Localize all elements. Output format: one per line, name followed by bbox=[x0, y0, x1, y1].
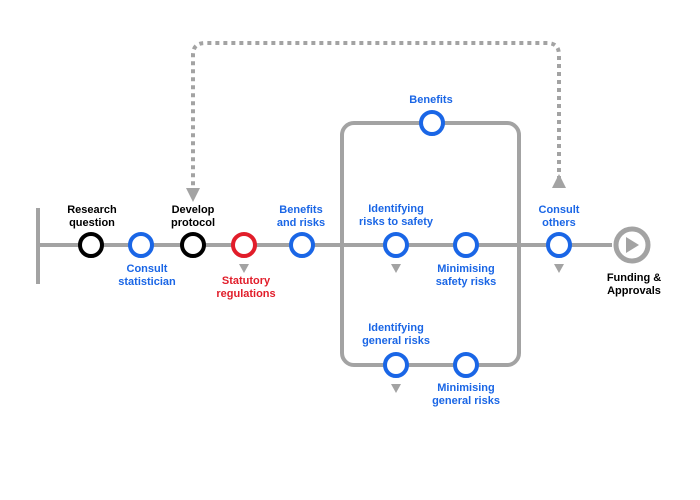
feedback-arrow-up bbox=[552, 174, 566, 188]
node-develop-protocol[interactable] bbox=[180, 232, 206, 258]
label-benefits: Benefits bbox=[409, 94, 453, 106]
node-consult-statistician[interactable] bbox=[128, 232, 154, 258]
label-identifying-risks-to-safety: Identifying risks to safety bbox=[359, 203, 433, 228]
node-identifying-general-risks[interactable] bbox=[383, 352, 409, 378]
down-marker-risks-safety bbox=[391, 264, 401, 273]
node-statutory-regulations[interactable] bbox=[231, 232, 257, 258]
down-marker-statutory bbox=[239, 264, 249, 273]
label-consult-statistician: Consult statistician bbox=[118, 263, 176, 288]
node-minimising-safety-risks[interactable] bbox=[453, 232, 479, 258]
label-research-question: Research question bbox=[67, 204, 117, 229]
node-benefits-and-risks[interactable] bbox=[289, 232, 315, 258]
play-icon bbox=[626, 237, 639, 253]
label-minimising-safety-risks: Minimising safety risks bbox=[435, 263, 497, 288]
label-minimising-general-risks: Minimising general risks bbox=[432, 382, 500, 407]
label-benefits-and-risks: Benefits and risks bbox=[276, 204, 326, 229]
node-benefits[interactable] bbox=[419, 110, 445, 136]
feedback-arrow-down bbox=[186, 188, 200, 202]
node-consult-others[interactable] bbox=[546, 232, 572, 258]
label-identifying-general-risks: Identifying general risks bbox=[362, 322, 430, 347]
down-marker-general-risks bbox=[391, 384, 401, 393]
node-identifying-risks-to-safety[interactable] bbox=[383, 232, 409, 258]
feedback-loop-dotted bbox=[191, 41, 561, 190]
node-minimising-general-risks[interactable] bbox=[453, 352, 479, 378]
label-statutory-regulations: Statutory regulations bbox=[216, 275, 276, 300]
label-funding-approvals: Funding & Approvals bbox=[606, 272, 662, 297]
label-consult-others: Consult others bbox=[538, 204, 580, 229]
node-research-question[interactable] bbox=[78, 232, 104, 258]
label-develop-protocol: Develop protocol bbox=[171, 204, 215, 229]
down-marker-consult-others bbox=[554, 264, 564, 273]
